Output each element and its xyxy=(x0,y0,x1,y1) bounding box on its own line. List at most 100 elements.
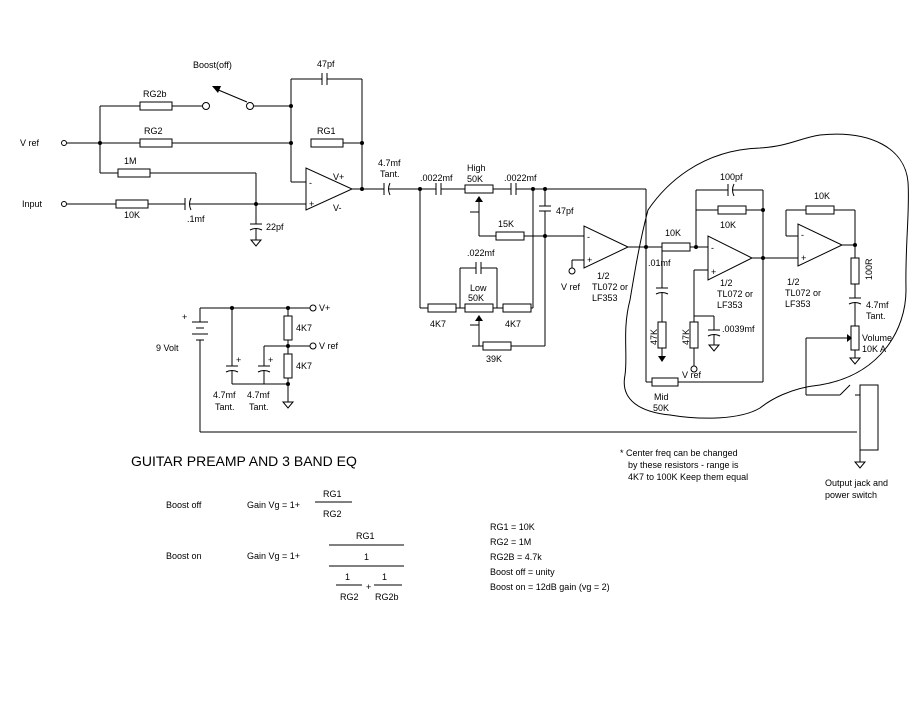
r10k-input-label: 10K xyxy=(124,210,140,220)
lf353-a: LF353 xyxy=(592,293,618,303)
r10k-out-resistor xyxy=(805,205,835,215)
battery-plus: + xyxy=(182,312,187,322)
c47a-plus: + xyxy=(236,355,241,365)
power-switch-label: power switch xyxy=(825,490,877,500)
eq2-one: 1 xyxy=(364,552,369,562)
r10k-in2-resistor xyxy=(661,242,691,252)
supply-ground xyxy=(281,401,295,409)
c47b-plus: + xyxy=(268,355,273,365)
op-amp-mid xyxy=(707,235,754,281)
value-4: Boost off = unity xyxy=(490,567,555,577)
r47k-a-label: 47K xyxy=(649,329,659,345)
high-label: High xyxy=(467,163,486,173)
tant-a-label: Tant. xyxy=(380,169,400,179)
r4k7-bot-label: 4K7 xyxy=(296,361,312,371)
eq2-one-b: 1 xyxy=(382,572,387,582)
r10k-in2-label: 10K xyxy=(665,228,681,238)
r4k7-b-resistor xyxy=(502,303,532,313)
input-terminal xyxy=(61,201,67,207)
note-line-2: by these resistors - range is xyxy=(628,460,739,470)
value-1: RG1 = 10K xyxy=(490,522,535,532)
c100pf-label: 100pf xyxy=(720,172,743,182)
op1-vminus: V- xyxy=(333,203,342,213)
volume-label: Volume xyxy=(862,333,892,343)
rg1-resistor xyxy=(310,138,344,148)
half-b: 1/2 xyxy=(720,278,733,288)
gain-eq-1: Gain Vg = 1+ xyxy=(247,500,300,510)
r10k-fb-label: 10K xyxy=(720,220,736,230)
r47k-b-label: 47K xyxy=(681,329,691,345)
op-amp-output xyxy=(797,223,844,267)
low-50k-label: 50K xyxy=(468,293,484,303)
output-jack-label: Output jack and xyxy=(825,478,888,488)
boost-off-label: Boost(off) xyxy=(193,60,232,70)
eq2-plus: + xyxy=(366,582,371,592)
c01mf-label: .01mf xyxy=(648,258,671,268)
half-c: 1/2 xyxy=(787,277,800,287)
rg2-label: RG2 xyxy=(144,126,163,136)
op-amp-input xyxy=(305,167,354,211)
vref-mid-label: V ref xyxy=(682,370,702,380)
c1mf-label: .1mf xyxy=(187,214,205,224)
tant-out-label: Tant. xyxy=(866,311,886,321)
c0022-a-label: .0022mf xyxy=(420,173,453,183)
op3-minus: - xyxy=(711,243,714,253)
op1-vplus: V+ xyxy=(333,172,344,182)
eq1-rg1: RG1 xyxy=(323,489,342,499)
op4-plus: + xyxy=(801,253,806,263)
c47pf-top-label: 47pf xyxy=(317,59,335,69)
c47mf-out-label: 4.7mf xyxy=(866,300,889,310)
c0022-b-label: .0022mf xyxy=(504,173,537,183)
eq2-one-a: 1 xyxy=(345,572,350,582)
switch-contact-a xyxy=(202,102,210,110)
r15k-resistor xyxy=(495,231,525,241)
r39k-resistor xyxy=(482,341,512,351)
r4k7-bot-resistor xyxy=(283,353,293,379)
vref-mid-terminal xyxy=(690,365,698,373)
c47mf-tant-a-label: 4.7mf xyxy=(378,158,401,168)
r39k-label: 39K xyxy=(486,354,502,364)
rg1-label: RG1 xyxy=(317,126,336,136)
vplus-rail-label: V+ xyxy=(319,303,330,313)
r1m-label: 1M xyxy=(124,156,137,166)
input-label: Input xyxy=(22,199,43,209)
tant-c-label: Tant. xyxy=(249,402,269,412)
tl072-c: TL072 or xyxy=(785,288,821,298)
switch-contact-b xyxy=(246,102,254,110)
high-50k-label: 50K xyxy=(467,174,483,184)
lf353-b: LF353 xyxy=(717,300,743,310)
eq2-rg1: RG1 xyxy=(356,531,375,541)
vref-rail-terminal xyxy=(309,342,317,350)
eq1-rg2: RG2 xyxy=(323,509,342,519)
r4k7-top-label: 4K7 xyxy=(296,323,312,333)
page-title: GUITAR PREAMP AND 3 BAND EQ xyxy=(131,453,357,469)
eq2-rg2b: RG2b xyxy=(375,592,399,602)
op-amp-buffer xyxy=(583,225,630,269)
eq2-rg2: RG2 xyxy=(340,592,359,602)
op1-plus: + xyxy=(309,199,314,209)
vref-buf-terminal xyxy=(568,267,576,275)
r1m-resistor xyxy=(117,168,151,178)
op2-plus: + xyxy=(587,255,592,265)
c47a-label: 4.7mf xyxy=(213,390,236,400)
tant-b-label: Tant. xyxy=(215,402,235,412)
op1-minus: - xyxy=(309,178,312,188)
op2-minus: - xyxy=(587,232,590,242)
mid-label: Mid xyxy=(654,392,669,402)
gain-eq-2: Gain Vg = 1+ xyxy=(247,551,300,561)
battery-label: 9 Volt xyxy=(156,343,179,353)
c22pf-label: 22pf xyxy=(266,222,284,232)
r10k-out-label: 10K xyxy=(814,191,830,201)
note-line-3: 4K7 to 100K Keep them equal xyxy=(628,472,748,482)
op4-minus: - xyxy=(801,230,804,240)
r10k-input-resistor xyxy=(115,199,149,209)
output-jack xyxy=(859,384,879,451)
boost-on-eq-label: Boost on xyxy=(166,551,202,561)
jack-ground xyxy=(853,461,867,469)
c022-label: .022mf xyxy=(467,248,495,258)
boost-off-eq-label: Boost off xyxy=(166,500,202,510)
vplus-terminal xyxy=(309,304,317,312)
value-5: Boost on = 12dB gain (vg = 2) xyxy=(490,582,610,592)
op3-plus: + xyxy=(711,267,716,277)
